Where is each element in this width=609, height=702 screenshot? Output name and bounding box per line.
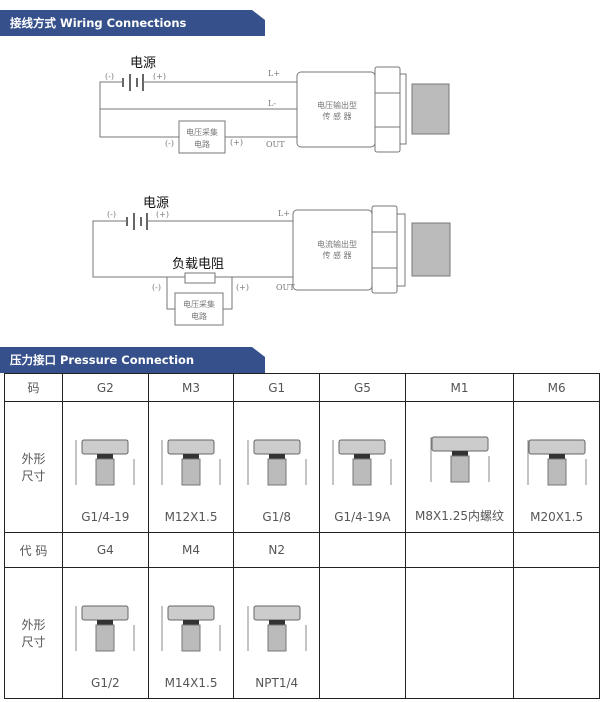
wiring-diagrams: 电源 (-) (+) 电压采集 电路 (-) (+) L+ L- OUT 电压输… (92, 56, 451, 326)
fitting-icon (161, 605, 221, 652)
svg-text:(+): (+) (153, 72, 166, 81)
svg-text:(-): (-) (107, 210, 116, 219)
current-output-diagram: 电源 (-) (+) 负载电阻 电压采集 电路 (-) (+) L+ OUT 电… (92, 196, 451, 326)
svg-text:(+): (+) (236, 283, 249, 292)
svg-text:(-): (-) (152, 283, 161, 292)
thread-spec: M20X1.5 (530, 510, 584, 524)
fitting-icon (161, 439, 221, 486)
svg-text:传 感 器: 传 感 器 (322, 250, 351, 260)
fitting-cell: G1/8 (233, 401, 321, 533)
svg-text:电压采集: 电压采集 (183, 299, 215, 309)
fitting-cell: M8X1.25内螺纹 (404, 401, 515, 533)
svg-text:OUT: OUT (266, 140, 285, 149)
svg-text:电路: 电路 (191, 311, 207, 321)
thread-spec: M12X1.5 (164, 510, 218, 524)
fitting-icon (430, 436, 490, 483)
fitting-icon (75, 605, 135, 652)
table-row: 代 码 G4 M4 N2 (4, 532, 600, 568)
power-label: 电源 (130, 56, 156, 71)
fitting-cell: M20X1.5 (513, 401, 600, 533)
thread-spec: G1/4-19 (81, 510, 130, 524)
svg-text:OUT: OUT (276, 283, 295, 292)
pressure-section-header: 压力接口 Pressure Connection (0, 347, 265, 373)
fitting-cell: G1/2 (62, 567, 149, 699)
power-label: 电源 (143, 196, 169, 211)
voltage-output-diagram: 电源 (-) (+) 电压采集 电路 (-) (+) L+ L- OUT 电压输… (99, 56, 450, 154)
load-resistor-label: 负载电阻 (172, 257, 224, 272)
fitting-icon (332, 439, 392, 486)
sensor-icon: 电流输出型 传 感 器 (292, 205, 451, 294)
table-row: 外形尺寸 G1/2 M14X1.5 NPT1/4 (4, 567, 600, 699)
svg-text:(-): (-) (165, 139, 174, 148)
table-row: 外形尺寸 G1/4-19 M12X1.5 G1/8 G1/4-19A M8X1.… (4, 401, 600, 533)
battery-icon (126, 213, 148, 230)
svg-text:L+: L+ (268, 69, 280, 78)
thread-spec: G1/8 (262, 510, 292, 524)
svg-text:传 感 器: 传 感 器 (322, 111, 351, 121)
fitting-cell: G1/4-19A (319, 401, 406, 533)
fitting-cell: G1/4-19 (62, 401, 149, 533)
fitting-cell: M14X1.5 (147, 567, 235, 699)
fitting-icon (527, 439, 587, 486)
fitting-icon (247, 439, 307, 486)
pressure-connection-table: 码 G2 M3 G1 G5 M1 M6 外形尺寸 G1/4-19 M12X1.5… (4, 373, 600, 699)
svg-text:电压采集: 电压采集 (186, 127, 218, 137)
svg-text:(+): (+) (230, 138, 243, 147)
resistor-icon (184, 272, 216, 284)
svg-text:电压输出型: 电压输出型 (317, 100, 357, 110)
svg-text:电路: 电路 (194, 139, 210, 149)
svg-text:L-: L- (268, 99, 276, 108)
fitting-icon (75, 439, 135, 486)
thread-spec: G1/4-19A (334, 510, 391, 524)
svg-text:(+): (+) (156, 210, 169, 219)
fitting-cell: NPT1/4 (233, 567, 321, 699)
sensor-icon: 电压输出型 传 感 器 (296, 66, 450, 153)
table-row: 码 G2 M3 G1 G5 M1 M6 (4, 373, 600, 402)
svg-text:(-): (-) (105, 72, 114, 81)
thread-spec: M14X1.5 (164, 676, 218, 690)
fitting-cell: M12X1.5 (147, 401, 235, 533)
thread-spec: M8X1.25内螺纹 (415, 509, 504, 523)
fitting-icon (247, 605, 307, 652)
svg-text:电流输出型: 电流输出型 (317, 239, 357, 249)
battery-icon (122, 74, 144, 91)
wiring-section-header: 接线方式 Wiring Connections (0, 10, 265, 36)
thread-spec: NPT1/4 (255, 676, 299, 690)
svg-text:L+: L+ (278, 209, 290, 218)
thread-spec: G1/2 (91, 676, 120, 690)
